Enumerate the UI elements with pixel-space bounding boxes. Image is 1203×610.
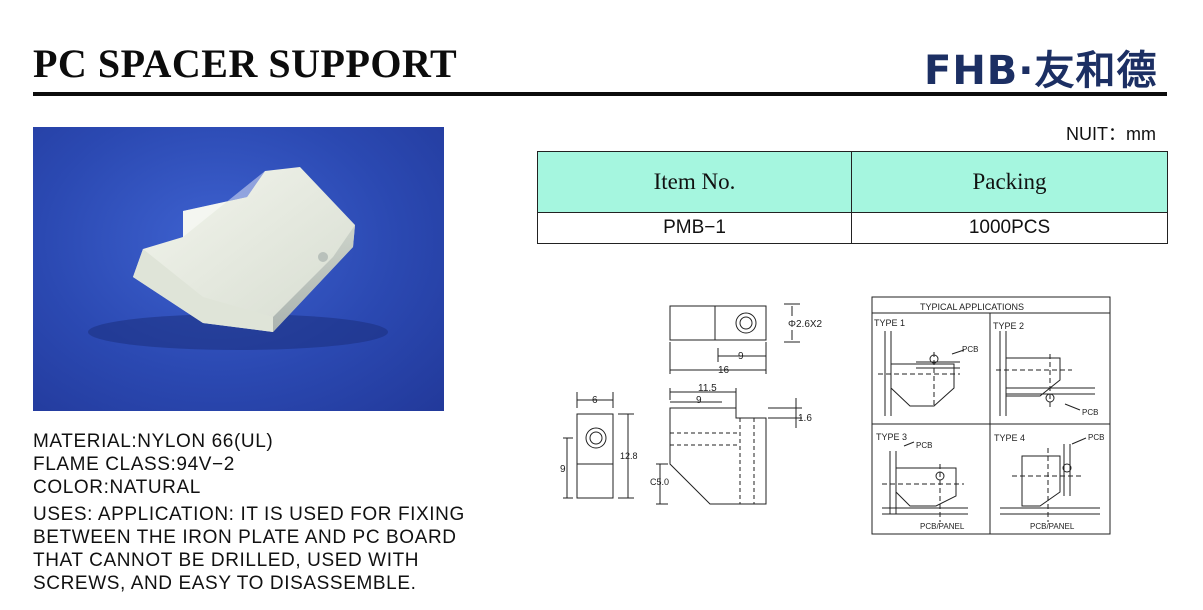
- cell-item-no: PMB−1: [537, 212, 852, 244]
- page-title: PC SPACER SUPPORT: [33, 41, 458, 86]
- top-view: [669, 303, 800, 374]
- type2-pcb-label: PCB: [1082, 408, 1098, 417]
- material-spec: MATERIAL:NYLON 66(UL): [33, 431, 274, 452]
- uses-description: USES: APPLICATION: IT IS USED FOR FIXING…: [33, 503, 465, 595]
- header-divider: [33, 92, 1167, 96]
- spacer-photo-illustration: [88, 167, 388, 350]
- applications-title: TYPICAL APPLICATIONS: [920, 302, 1024, 312]
- dim-front-width: 6: [592, 395, 598, 406]
- front-view: [563, 392, 634, 499]
- uses-line: BETWEEN THE IRON PLATE AND PC BOARD: [33, 527, 457, 548]
- type1-label: TYPE 1: [874, 318, 905, 328]
- type4-panel-label: PCB/PANEL: [1030, 522, 1075, 531]
- cell-packing: 1000PCS: [851, 212, 1168, 244]
- product-photo: [33, 127, 444, 411]
- dim-side-length: 11.5: [698, 383, 717, 394]
- dim-side-inner: 9: [696, 395, 702, 406]
- flame-class-spec: FLAME CLASS:94V−2: [33, 454, 235, 475]
- applications-panel: [871, 296, 1111, 535]
- type2-label: TYPE 2: [993, 321, 1024, 331]
- uses-line: THAT CANNOT BE DRILLED, USED WITH: [33, 550, 420, 571]
- header-item-no: Item No.: [537, 151, 852, 213]
- packing-table: Item No. Packing PMB−1 1000PCS: [537, 151, 1168, 244]
- table-header-row: Item No. Packing: [537, 151, 1168, 213]
- dim-top-length: 16: [718, 365, 730, 376]
- unit-label: NUIT：mm: [1066, 124, 1156, 144]
- dim-front-height-inner: 9: [560, 464, 566, 475]
- type4-pcb-label: PCB: [1088, 433, 1104, 442]
- type3-panel-label: PCB/PANEL: [920, 522, 965, 531]
- color-spec: COLOR:NATURAL: [33, 477, 201, 498]
- type1-pcb-label: PCB: [962, 345, 978, 354]
- specifications: MATERIAL:NYLON 66(UL) FLAME CLASS:94V−2 …: [33, 430, 465, 595]
- type3-pcb-label: PCB: [916, 441, 932, 450]
- dim-chamfer: C5.0: [650, 477, 669, 487]
- side-view: [656, 388, 802, 505]
- uses-line: SCREWS, AND EASY TO DISASSEMBLE.: [33, 573, 417, 594]
- brand-logo: FHB·友和德: [924, 48, 1158, 94]
- dim-front-height: 12.8: [620, 451, 638, 461]
- technical-drawing: Φ2.6X2 9 16 11.5 9 1.6 C5.0 6 9 12.8 TYP…: [560, 296, 1111, 535]
- dim-top-hole-offset: 9: [738, 351, 744, 362]
- header-packing: Packing: [851, 151, 1168, 213]
- uses-line: USES: APPLICATION: IT IS USED FOR FIXING: [33, 504, 465, 525]
- dim-side-step: 1.6: [798, 413, 812, 424]
- type4-label: TYPE 4: [994, 433, 1025, 443]
- dim-hole: Φ2.6X2: [788, 319, 823, 330]
- type3-label: TYPE 3: [876, 432, 907, 442]
- table-row: PMB−1 1000PCS: [537, 212, 1168, 244]
